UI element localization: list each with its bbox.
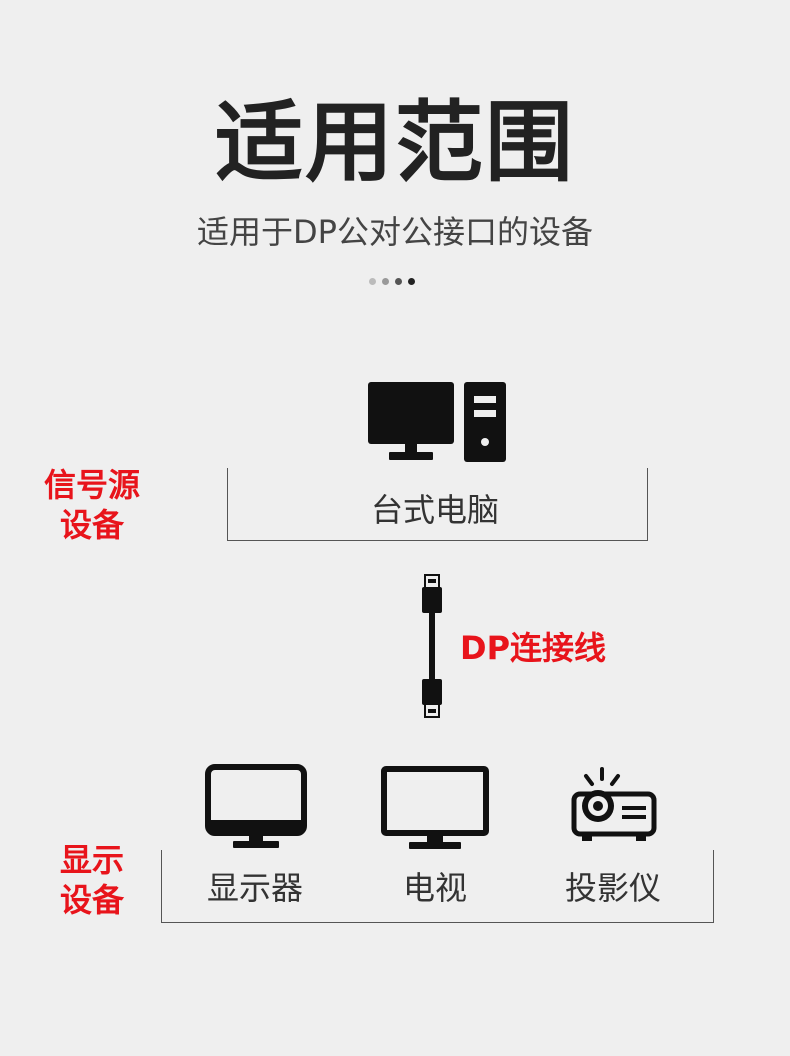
page-title: 适用范围 (214, 91, 575, 194)
dp-cable-label: DP连接线 (460, 629, 607, 667)
dot (395, 278, 402, 285)
decorative-dots (369, 278, 429, 288)
source-label-line1: 信号源 (43, 466, 140, 504)
display-label-line2: 设备 (59, 881, 124, 919)
projector-icon (571, 767, 657, 841)
source-bracket (227, 468, 648, 541)
desktop-pc-label: 台式电脑 (370, 491, 499, 529)
tv-icon (381, 766, 489, 849)
tv-label: 电视 (402, 869, 467, 907)
display-device-label: 显示 设备 (30, 840, 154, 920)
monitor-icon (205, 764, 307, 848)
monitor-label: 显示器 (206, 869, 303, 907)
dot (382, 278, 389, 285)
projector-label: 投影仪 (564, 869, 661, 907)
dot (369, 278, 376, 285)
desktop-pc-icon (368, 382, 506, 462)
display-bracket (161, 850, 714, 923)
source-device-label: 信号源 设备 (30, 465, 154, 545)
source-label-line2: 设备 (59, 506, 124, 544)
dp-cable-icon (422, 574, 442, 718)
dot (408, 278, 415, 285)
display-label-line1: 显示 (59, 841, 124, 879)
page-subtitle: 适用于DP公对公接口的设备 (197, 213, 593, 251)
